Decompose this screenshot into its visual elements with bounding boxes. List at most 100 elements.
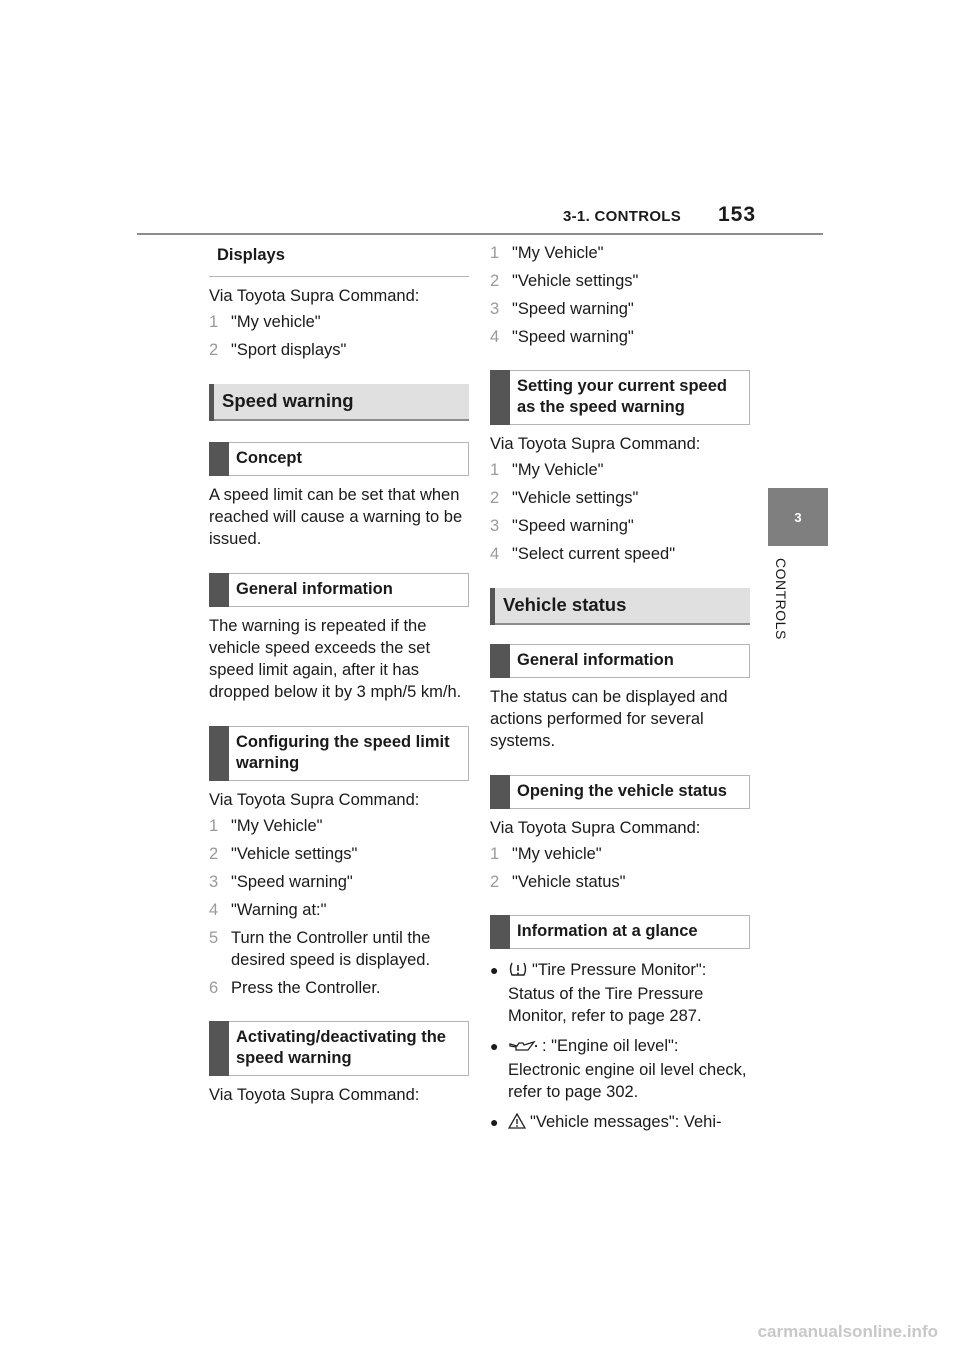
- displays-heading: Displays: [209, 240, 469, 277]
- displays-steps: 1 "My vehicle" 2 "Sport displays": [209, 311, 469, 361]
- chapter-side-label: CONTROLS: [771, 558, 791, 658]
- opening-status-intro: Via Toyota Supra Command:: [490, 819, 701, 837]
- header-rule: [137, 233, 823, 235]
- step-text: "Vehicle settings": [512, 272, 639, 290]
- configuring-steps: 1 "My Vehicle" 2 "Vehicle settings" 3 "Speed …: [209, 815, 469, 999]
- step-item: 4 "Warning at:": [209, 899, 469, 921]
- concept-heading: Concept: [209, 442, 469, 476]
- status-general-heading: General information: [490, 644, 750, 678]
- warning-triangle-icon: [507, 1112, 527, 1135]
- step-number: 2: [209, 341, 219, 359]
- step-text: Turn the Controller until the desired sp…: [231, 929, 431, 969]
- step-number: 3: [490, 517, 500, 535]
- step-text: "Warning at:": [231, 901, 327, 919]
- step-item: 3 "Speed warning": [490, 515, 750, 537]
- step-number: 4: [490, 328, 500, 346]
- bullet-dot: ●: [490, 1038, 499, 1054]
- step-number: 4: [490, 545, 500, 563]
- step-item: 1 "My Vehicle": [209, 815, 469, 837]
- step-text: "My vehicle": [231, 313, 321, 331]
- tire-pressure-icon: [508, 961, 528, 983]
- step-text: "My vehicle": [512, 845, 602, 863]
- step-text: "Sport displays": [231, 341, 347, 359]
- step-item: 6 Press the Controller.: [209, 977, 469, 999]
- step-number: 1: [209, 817, 219, 835]
- step-item: 1 "My vehicle": [490, 843, 750, 865]
- step-item: 2 "Vehicle status": [490, 871, 750, 893]
- watermark-text: carmanualsonline.info: [757, 1322, 938, 1341]
- speed-warning-heading: Speed warning: [209, 384, 469, 421]
- step-text: "Vehicle settings": [512, 489, 639, 507]
- current-speed-heading: Setting your current speed as the speed …: [490, 370, 750, 425]
- step-item: 4 "Speed warning": [490, 326, 750, 348]
- step-text: "Speed warning": [512, 300, 634, 318]
- chapter-tab[interactable]: 3: [768, 488, 828, 546]
- step-item: 2 "Vehicle settings": [209, 843, 469, 865]
- step-number: 6: [209, 979, 219, 997]
- configuring-heading: Configuring the speed limit warning: [209, 726, 469, 781]
- step-number: 2: [490, 873, 500, 891]
- section-label: 3-1. CONTROLS: [563, 208, 682, 225]
- step-number: 3: [490, 300, 500, 318]
- step-item: 3 "Speed warning": [490, 298, 750, 320]
- step-text: Press the Controller.: [231, 979, 381, 997]
- oil-can-icon: [508, 1037, 538, 1059]
- step-number: 4: [209, 901, 219, 919]
- concept-text: A speed limit can be set that when reach…: [209, 486, 463, 548]
- bullet-dot: ●: [490, 962, 499, 978]
- page-number: 153: [718, 203, 757, 226]
- step-number: 2: [209, 845, 219, 863]
- step-number: 1: [490, 461, 500, 479]
- general-information-text: The warning is repeated if the vehicle s…: [209, 617, 462, 701]
- step-item: 3 "Speed warning": [209, 871, 469, 893]
- glance-bullet-tire: ● "Tire Pressure Monitor": Status of the…: [490, 959, 750, 1027]
- step-item: 2 "Vehicle settings": [490, 270, 750, 292]
- step-number: 2: [490, 272, 500, 290]
- step-item: 1 "My vehicle": [209, 311, 469, 333]
- step-text: "My Vehicle": [231, 817, 323, 835]
- step-number: 1: [490, 244, 500, 262]
- vehicle-status-heading: Vehicle status: [490, 588, 750, 625]
- opening-status-steps: 1 "My vehicle" 2 "Vehicle status": [490, 843, 750, 893]
- step-item: 5 Turn the Controller until the desired s…: [209, 927, 469, 971]
- glance-bullet-messages: ● "Vehicle messages": Vehi-: [490, 1111, 750, 1135]
- opening-status-heading: Opening the vehicle status: [490, 775, 750, 809]
- step-item: 1 "My Vehicle": [490, 242, 750, 264]
- activating-intro: Via Toyota Supra Command:: [209, 1086, 420, 1104]
- activating-heading: Activating/deactivating the speed warnin…: [209, 1021, 469, 1076]
- glance-text-oil: : "Engine oil level": Electronic engine …: [508, 1037, 747, 1101]
- step-text: "Speed warning": [512, 517, 634, 535]
- chapter-label-text: CONTROLS: [773, 558, 789, 640]
- step-number: 3: [209, 873, 219, 891]
- step-text: "My Vehicle": [512, 461, 604, 479]
- general-information-heading: General information: [209, 573, 469, 607]
- step-item: 4 "Select current speed": [490, 543, 750, 565]
- right-column: 1 "My Vehicle" 2 "Vehicle settings" 3 "Speed …: [490, 240, 750, 1135]
- step-text: "Vehicle status": [512, 873, 626, 891]
- glance-heading: Information at a glance: [490, 915, 750, 949]
- configuring-intro: Via Toyota Supra Command:: [209, 791, 420, 809]
- glance-text-messages: "Vehicle messages": Vehi-: [530, 1113, 722, 1131]
- activating-steps: 1 "My Vehicle" 2 "Vehicle settings" 3 "Speed …: [490, 242, 750, 348]
- glance-list: ● "Tire Pressure Monitor": Status of the…: [490, 959, 750, 1135]
- step-item: 2 "Vehicle settings": [490, 487, 750, 509]
- step-text: "Vehicle settings": [231, 845, 358, 863]
- step-text: "Speed warning": [231, 873, 353, 891]
- bullet-dot: ●: [490, 1114, 499, 1130]
- step-number: 5: [209, 929, 219, 947]
- current-speed-intro: Via Toyota Supra Command:: [490, 435, 701, 453]
- step-text: "Speed warning": [512, 328, 634, 346]
- step-number: 1: [490, 845, 500, 863]
- step-item: 1 "My Vehicle": [490, 459, 750, 481]
- watermark: carmanualsonline.info: [0, 1322, 960, 1342]
- step-number: 1: [209, 313, 219, 331]
- step-text: "Select current speed": [512, 545, 676, 563]
- status-general-text: The status can be displayed and actions …: [490, 688, 728, 750]
- displays-intro: Via Toyota Supra Command:: [209, 287, 420, 305]
- step-item: 2 "Sport displays": [209, 339, 469, 361]
- current-speed-steps: 1 "My Vehicle" 2 "Vehicle settings" 3 "Speed …: [490, 459, 750, 565]
- glance-text-tire: "Tire Pressure Monitor": Status of the T…: [508, 961, 707, 1025]
- glance-bullet-oil: ● : "Engine oil level": Electronic engin…: [490, 1035, 750, 1103]
- step-text: "My Vehicle": [512, 244, 604, 262]
- step-number: 2: [490, 489, 500, 507]
